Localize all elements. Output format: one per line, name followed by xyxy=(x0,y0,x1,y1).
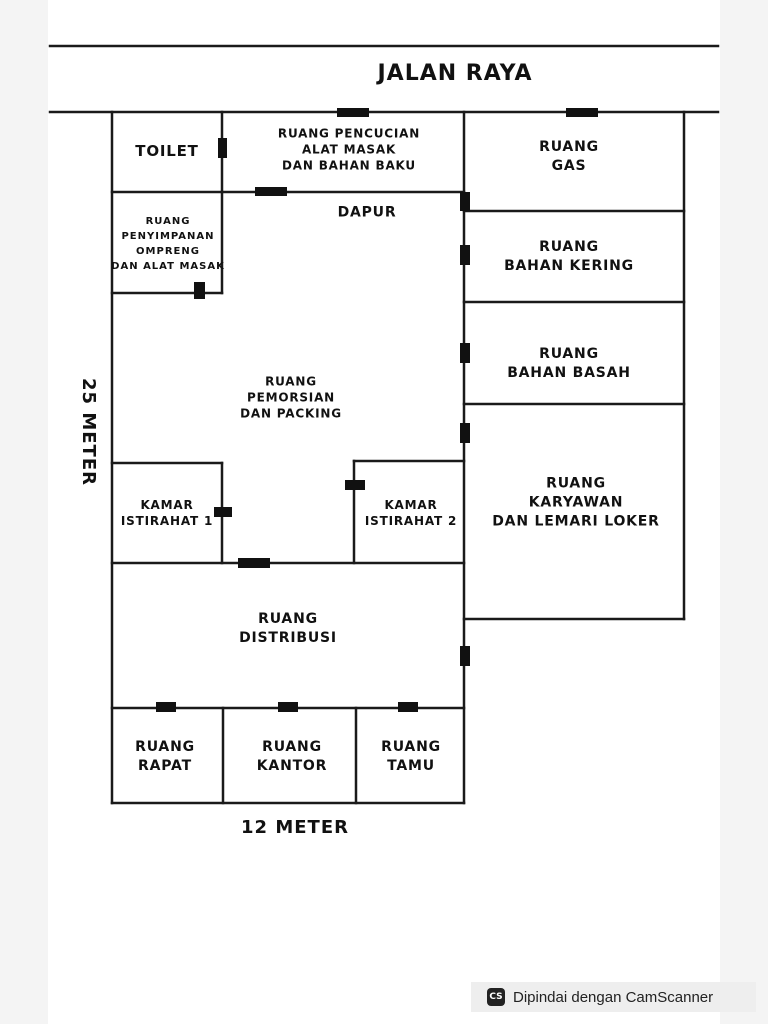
room-penyimpanan-line-2: PENYIMPANAN xyxy=(121,231,215,242)
room-toilet: TOILET xyxy=(135,141,198,161)
dimension-width-label: 12 METER xyxy=(241,816,349,838)
room-penyimpanan-line-3: OMPRENG xyxy=(136,246,200,257)
room-rapat: RUANG RAPAT xyxy=(135,738,195,776)
room-kamar-istirahat-2: KAMAR ISTIRAHAT 2 xyxy=(365,497,457,529)
door-distribusi-side xyxy=(460,646,470,666)
room-pencucian: RUANG PENCUCIAN ALAT MASAK DAN BAHAN BAK… xyxy=(278,126,420,175)
room-bahan-kering-line-2: BAHAN KERING xyxy=(504,258,634,274)
room-gas: RUANG GAS xyxy=(539,138,599,176)
room-kantor-line-2: KANTOR xyxy=(256,758,328,774)
room-kamar2-line-2: ISTIRAHAT 2 xyxy=(364,514,458,528)
room-rapat-line-1: RUANG xyxy=(135,739,195,756)
door-distribusi-top xyxy=(238,558,270,568)
room-toilet-label: TOILET xyxy=(135,141,199,160)
room-kamar1-line-2: ISTIRAHAT 1 xyxy=(120,514,214,528)
room-penyimpanan-line-4: DAN ALAT MASAK xyxy=(111,261,225,272)
door-kamar2 xyxy=(345,480,365,490)
room-distribusi-line-1: RUANG xyxy=(258,611,318,628)
room-kantor-line-1: RUANG xyxy=(262,739,322,756)
room-pencucian-line-1: RUANG PENCUCIAN xyxy=(277,126,421,141)
door-bahan-kering xyxy=(460,245,470,265)
room-pencucian-line-3: DAN BAHAN BAKU xyxy=(282,159,416,174)
room-distribusi-line-2: DISTRIBUSI xyxy=(239,630,337,646)
door-gas xyxy=(460,192,470,211)
room-penyimpanan: RUANG PENYIMPANAN OMPRENG DAN ALAT MASAK xyxy=(111,214,225,274)
road-label: JALAN RAYA xyxy=(377,61,533,87)
dimension-height-label: 25 METER xyxy=(78,378,100,486)
room-bahan-basah: RUANG BAHAN BASAH xyxy=(507,345,631,383)
room-kantor: RUANG KANTOR xyxy=(257,738,327,776)
door-tamu xyxy=(398,702,418,712)
room-bahan-kering-line-1: RUANG xyxy=(539,239,599,256)
room-pemorsian-line-3: DAN PACKING xyxy=(240,407,342,422)
room-gas-line-1: RUANG xyxy=(539,139,599,156)
room-dapur: DAPUR xyxy=(338,204,397,223)
room-karyawan-line-3: DAN LEMARI LOKER xyxy=(492,513,660,530)
door-penyimpanan xyxy=(194,282,205,299)
room-rapat-line-2: RAPAT xyxy=(138,758,192,774)
door-road-gas xyxy=(566,108,598,117)
room-pemorsian-line-2: PEMORSIAN xyxy=(246,390,335,405)
room-distribusi: RUANG DISTRIBUSI xyxy=(239,610,337,648)
room-tamu-line-1: RUANG xyxy=(381,739,441,756)
room-karyawan: RUANG KARYAWAN DAN LEMARI LOKER xyxy=(492,475,659,532)
room-bahan-kering: RUANG BAHAN KERING xyxy=(504,238,634,276)
room-bahan-basah-line-1: RUANG xyxy=(539,346,599,363)
door-rapat xyxy=(156,702,176,712)
room-kamar1-line-1: KAMAR xyxy=(140,497,194,512)
door-karyawan xyxy=(460,423,470,443)
room-karyawan-line-1: RUANG xyxy=(546,475,606,492)
watermark-text: Dipindai dengan CamScanner xyxy=(513,988,714,1006)
room-pemorsian: RUANG PEMORSIAN DAN PACKING xyxy=(240,374,342,423)
room-karyawan-line-2: KARYAWAN xyxy=(528,494,624,511)
room-kamar2-line-1: KAMAR xyxy=(384,497,438,512)
paper-sheet xyxy=(48,0,720,1024)
door-kamar1 xyxy=(214,507,232,517)
room-tamu-line-2: TAMU xyxy=(387,758,435,774)
door-road-dapur xyxy=(337,108,369,117)
camscanner-logo-icon: CS xyxy=(487,988,505,1006)
room-pencucian-line-2: ALAT MASAK xyxy=(301,142,397,157)
room-bahan-basah-line-2: BAHAN BASAH xyxy=(507,365,631,381)
room-dapur-label: DAPUR xyxy=(337,204,397,221)
camscanner-watermark: CS Dipindai dengan CamScanner xyxy=(471,982,756,1012)
room-penyimpanan-line-1: RUANG xyxy=(145,216,191,227)
door-kantor xyxy=(278,702,298,712)
room-pemorsian-line-1: RUANG xyxy=(265,374,317,389)
door-toilet xyxy=(218,138,227,158)
room-gas-line-2: GAS xyxy=(551,158,587,174)
room-kamar-istirahat-1: KAMAR ISTIRAHAT 1 xyxy=(121,497,213,529)
door-pencucian xyxy=(255,187,287,196)
room-tamu: RUANG TAMU xyxy=(381,738,441,776)
door-bahan-basah xyxy=(460,343,470,363)
